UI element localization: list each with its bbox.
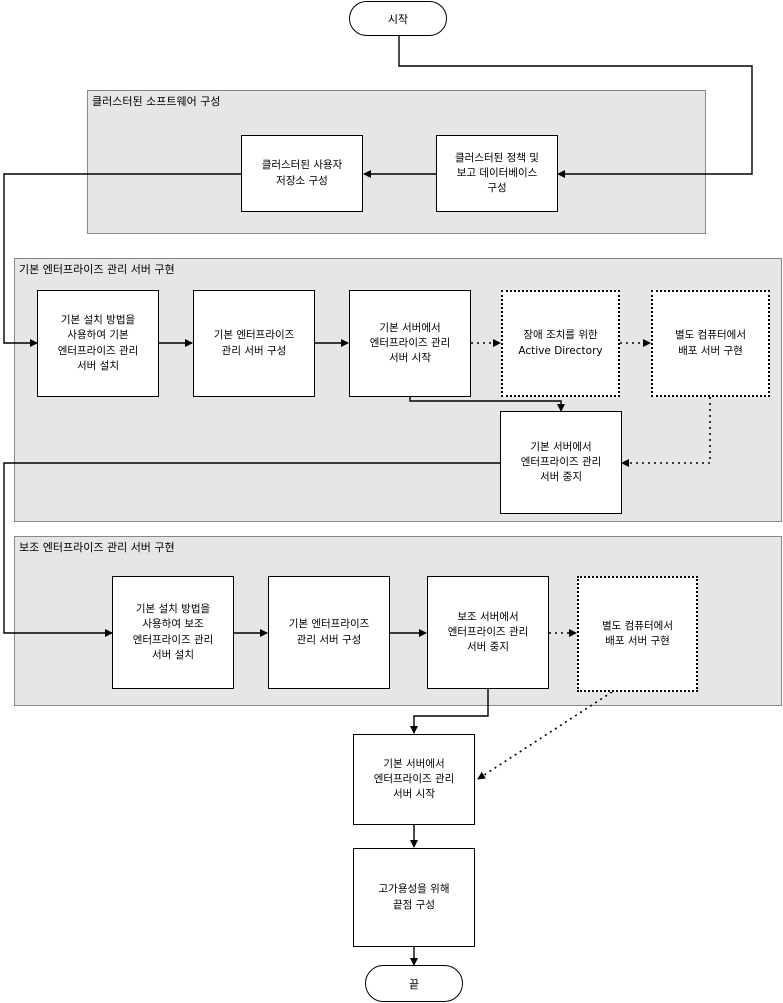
step-label: 기본 설치 방법을 사용하여 보조 엔터프라이즈 관리 서버 설치 bbox=[132, 603, 214, 661]
step-secondary-install: 기본 설치 방법을 사용하여 보조 엔터프라이즈 관리 서버 설치 bbox=[112, 576, 234, 689]
connector-sdeploy-to-fstart bbox=[477, 691, 613, 780]
step-label: 보조 서버에서 엔터프라이즈 관리 서버 중지 bbox=[447, 610, 529, 654]
step-secondary-config: 기본 엔터프라이즈 관리 서버 구성 bbox=[268, 576, 390, 689]
connector-start-to-policy bbox=[398, 36, 753, 178]
step-label: 기본 서버에서 엔터프라이즈 관리 서버 중지 bbox=[520, 440, 602, 484]
connector-start-to-stop bbox=[409, 397, 565, 412]
step-primary-start: 기본 서버에서 엔터프라이즈 관리 서버 시작 bbox=[349, 290, 471, 397]
step-label: 별도 컴퓨터에서 배포 서버 구현 bbox=[675, 329, 746, 357]
connector-store-to-install bbox=[3, 173, 241, 347]
step-cluster-policy-db: 클러스터된 정책 및 보고 데이터베이스 구성 bbox=[436, 135, 558, 212]
step-label: 기본 서버에서 엔터프라이즈 관리 서버 시작 bbox=[369, 321, 451, 365]
step-label: 클러스터된 사용자 저장소 구성 bbox=[261, 159, 343, 187]
step-label: 기본 엔터프라이즈 관리 서버 구성 bbox=[288, 618, 370, 646]
step-final-primary-start: 기본 서버에서 엔터프라이즈 관리 서버 시작 bbox=[353, 734, 475, 825]
connector-stop-to-secondary-install bbox=[3, 462, 500, 637]
step-secondary-stop: 보조 서버에서 엔터프라이즈 관리 서버 중지 bbox=[427, 576, 549, 689]
step-label: 장애 조치를 위한 Active Directory bbox=[518, 329, 603, 357]
step-cluster-user-store: 클러스터된 사용자 저장소 구성 bbox=[241, 135, 363, 212]
group-cluster-software: 클러스터된 소프트웨어 구성 bbox=[87, 90, 706, 234]
step-secondary-deploy-server: 별도 컴퓨터에서 배포 서버 구현 bbox=[577, 576, 698, 692]
step-label: 기본 설치 방법을 사용하여 기본 엔터프라이즈 관리 서버 설치 bbox=[57, 314, 139, 372]
end-terminal: 끝 bbox=[365, 965, 463, 1002]
connector-deploy-to-stop bbox=[621, 397, 711, 467]
group-title-secondary: 보조 엔터프라이즈 관리 서버 구현 bbox=[19, 541, 175, 554]
start-label: 시작 bbox=[387, 12, 409, 26]
step-label: 기본 엔터프라이즈 관리 서버 구성 bbox=[213, 329, 295, 357]
step-label: 클러스터된 정책 및 보고 데이터베이스 구성 bbox=[455, 151, 539, 195]
group-title-primary: 기본 엔터프라이즈 관리 서버 구현 bbox=[19, 263, 175, 276]
step-primary-stop: 기본 서버에서 엔터프라이즈 관리 서버 중지 bbox=[500, 411, 622, 514]
end-label: 끝 bbox=[408, 977, 420, 991]
step-label: 고가용성을 위해 끝점 구성 bbox=[378, 883, 450, 911]
step-endpoint-config: 고가용성을 위해 끝점 구성 bbox=[353, 848, 475, 947]
connector-sstop-to-fstart bbox=[410, 689, 489, 734]
group-title-cluster: 클러스터된 소프트웨어 구성 bbox=[92, 95, 221, 108]
step-primary-deploy-server: 별도 컴퓨터에서 배포 서버 구현 bbox=[651, 290, 770, 397]
step-primary-active-directory: 장애 조치를 위한 Active Directory bbox=[501, 290, 620, 397]
step-primary-config: 기본 엔터프라이즈 관리 서버 구성 bbox=[193, 290, 315, 397]
step-label: 기본 서버에서 엔터프라이즈 관리 서버 시작 bbox=[373, 757, 455, 801]
start-terminal: 시작 bbox=[349, 1, 447, 36]
step-label: 별도 컴퓨터에서 배포 서버 구현 bbox=[602, 619, 673, 647]
step-primary-install: 기본 설치 방법을 사용하여 기본 엔터프라이즈 관리 서버 설치 bbox=[37, 290, 159, 397]
